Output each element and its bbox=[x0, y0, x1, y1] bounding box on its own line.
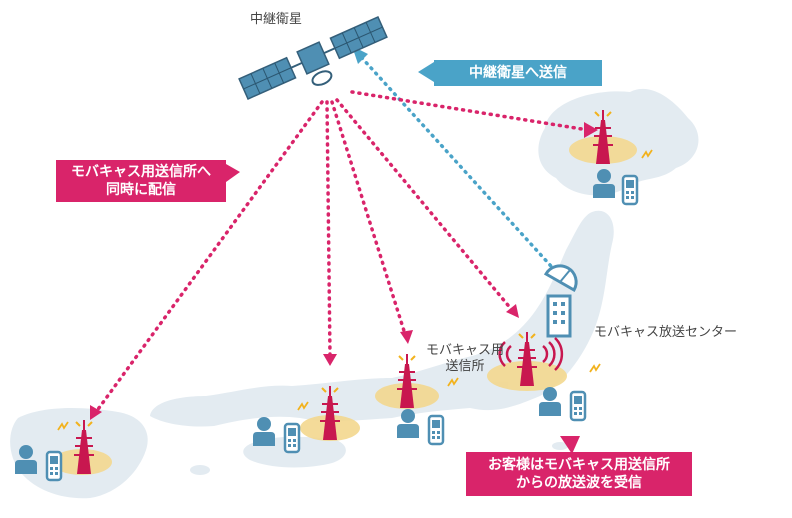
phone-icon bbox=[621, 174, 639, 206]
person-icon bbox=[253, 417, 275, 446]
transmitter-label-line1: モバキャス用 bbox=[426, 343, 505, 358]
satellite-label: 中継衛星 bbox=[250, 12, 303, 27]
broadcast-center-label: モバキャス放送センター bbox=[594, 325, 738, 340]
broadcast-center bbox=[543, 264, 578, 338]
phone-icon bbox=[45, 450, 63, 482]
satellite-links bbox=[94, 56, 590, 414]
simulcast-callout-pointer bbox=[226, 164, 240, 182]
dish-icon bbox=[543, 264, 578, 293]
receive-callout-line1: お客様はモバキャス用送信所 bbox=[488, 457, 670, 473]
signal-arcs bbox=[498, 337, 564, 371]
phone-icon bbox=[283, 422, 301, 454]
receive-callout-line2: からの放送波を受信 bbox=[516, 475, 642, 491]
phone-icon bbox=[427, 414, 445, 446]
transmitter-label: モバキャス用 送信所 bbox=[426, 343, 504, 375]
uplink-callout-pointer bbox=[418, 62, 434, 82]
uplink-callout-text: 中継衛星へ送信 bbox=[469, 65, 567, 81]
simulcast-callout-line1: モバキャス用送信所へ bbox=[71, 164, 211, 180]
satellite-icon bbox=[238, 16, 388, 100]
uplink-callout: 中継衛星へ送信 bbox=[434, 60, 602, 86]
receive-callout: お客様はモバキャス用送信所 からの放送波を受信 bbox=[466, 452, 692, 496]
simulcast-callout-line2: 同時に配信 bbox=[106, 182, 176, 198]
phone-icon bbox=[569, 390, 587, 422]
simulcast-callout: モバキャス用送信所へ 同時に配信 bbox=[56, 160, 226, 202]
building-icon bbox=[546, 294, 572, 338]
receive-callout-pointer bbox=[560, 436, 580, 454]
transmitter-label-line2: 送信所 bbox=[445, 359, 485, 374]
signal-icon bbox=[589, 363, 601, 373]
